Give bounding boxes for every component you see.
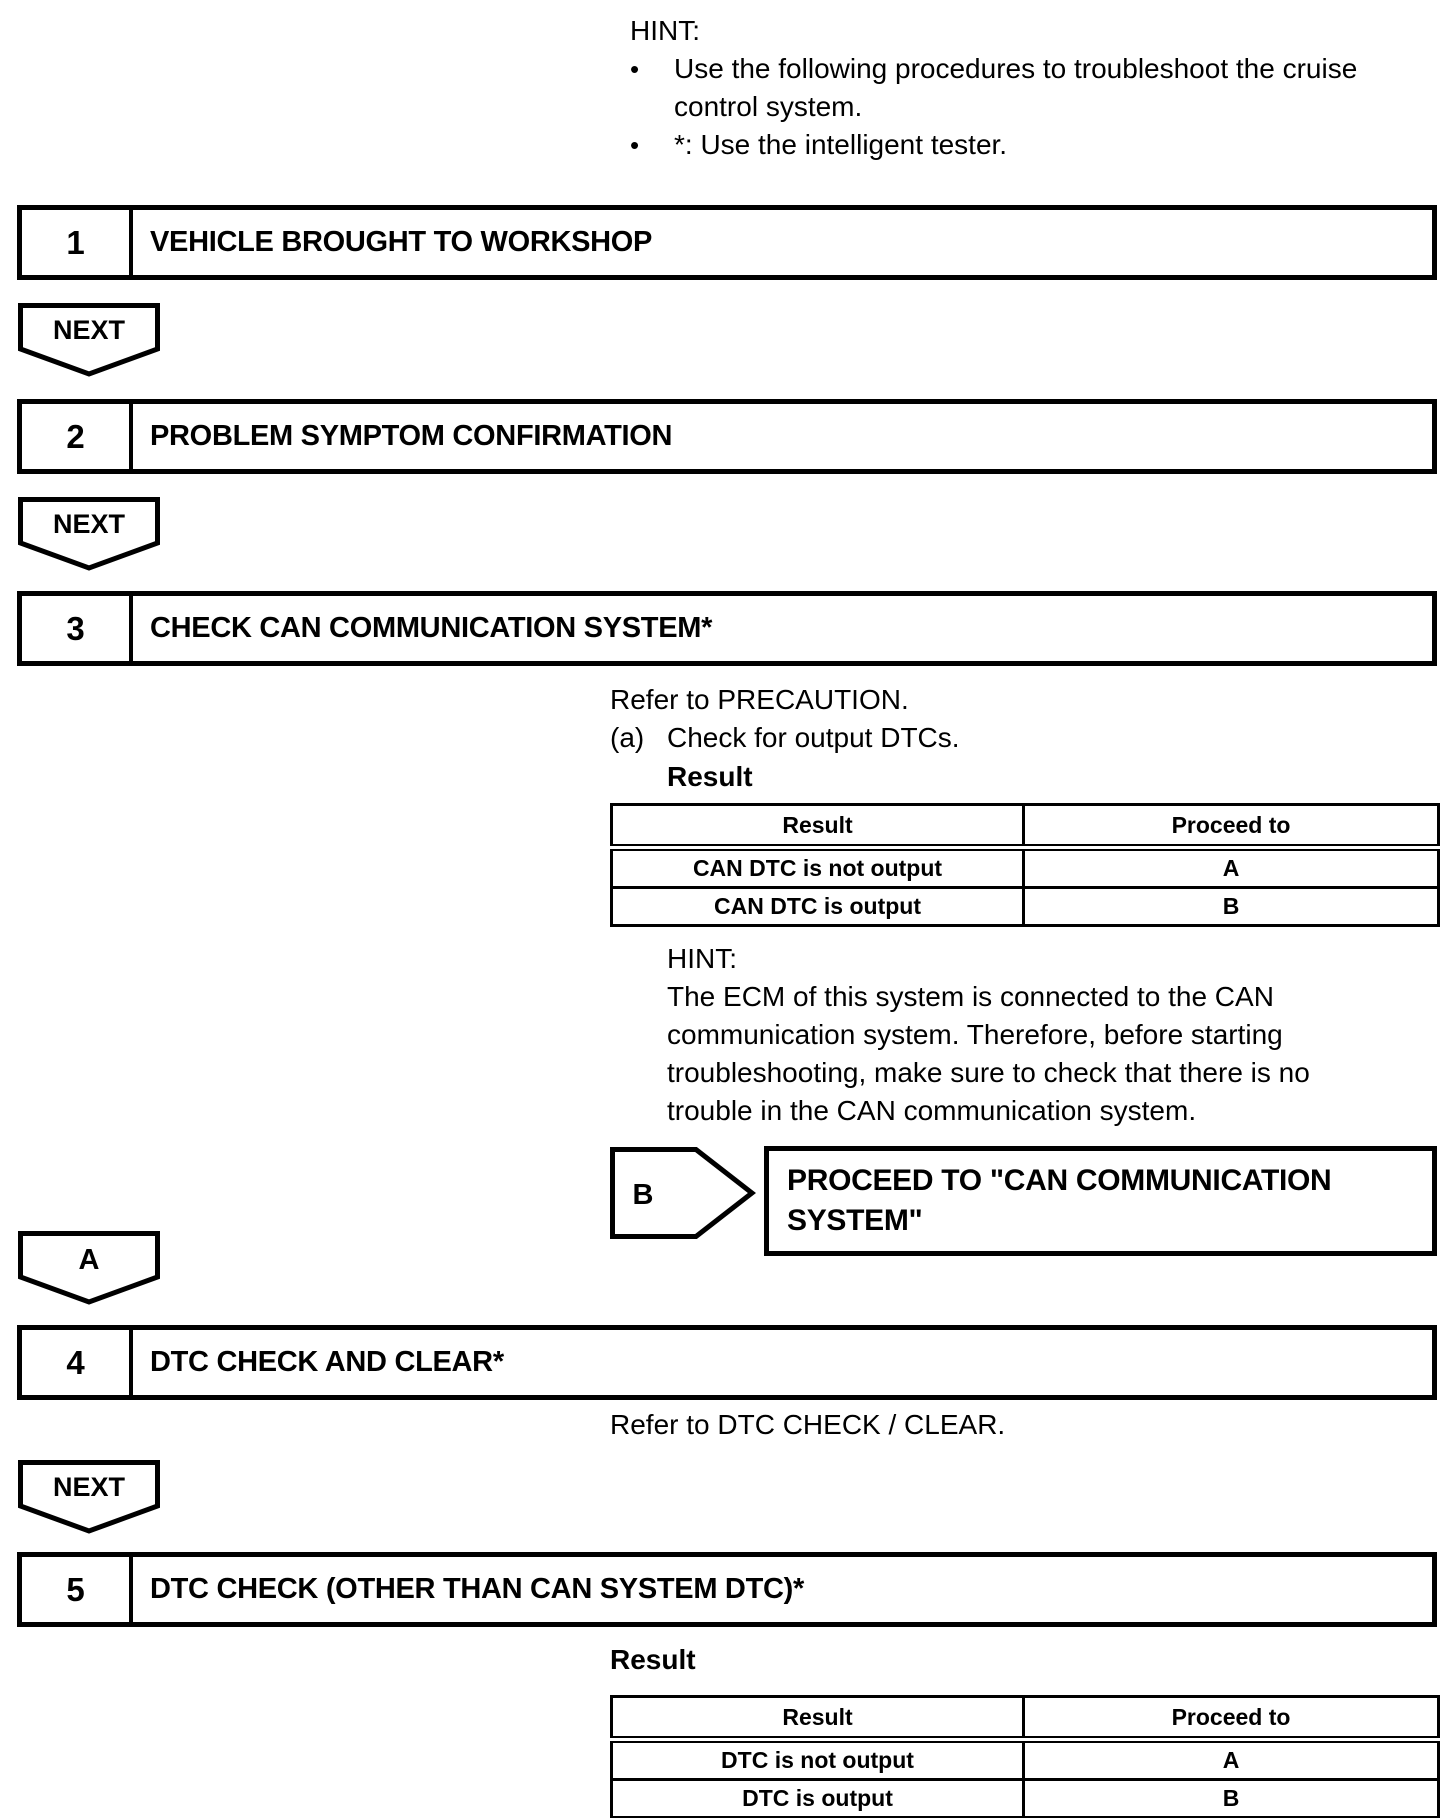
refer-dtc-clear-text: Refer to DTC CHECK / CLEAR.	[610, 1409, 1006, 1440]
table-row: DTC is output B	[610, 1778, 1440, 1818]
next-label: NEXT	[53, 509, 126, 539]
step-title: CHECK CAN COMMUNICATION SYSTEM*	[150, 612, 713, 644]
cell-proceed: A	[1022, 1738, 1440, 1781]
col-header-proceed: Proceed to	[1022, 803, 1440, 851]
cell-result: DTC is output	[610, 1778, 1025, 1818]
substep-a: (a) Check for output DTCs.	[610, 719, 1370, 757]
cell-result: CAN DTC is not output	[610, 846, 1025, 889]
proceed-text: PROCEED TO "CAN COMMUNICATION SYSTEM"	[787, 1164, 1332, 1237]
hint-paragraph: The ECM of this system is connected to t…	[667, 981, 1310, 1126]
step-number: 5	[22, 1557, 133, 1622]
cell-proceed: B	[1022, 886, 1440, 927]
step-box-1: 1 VEHICLE BROUGHT TO WORKSHOP	[17, 205, 1437, 280]
branch-b-arrow-icon: B	[610, 1147, 756, 1239]
next-label: NEXT	[53, 1472, 126, 1502]
bullet-icon: •	[630, 130, 640, 160]
step-title: VEHICLE BROUGHT TO WORKSHOP	[150, 226, 653, 258]
step-title: DTC CHECK AND CLEAR*	[150, 1346, 504, 1378]
branch-a-arrow-icon: A	[18, 1231, 160, 1305]
table-row: DTC is not output A	[610, 1738, 1440, 1781]
result-label: Result	[667, 761, 753, 792]
substep-marker: (a)	[610, 722, 645, 753]
top-hint-block: HINT: • Use the following procedures to …	[630, 12, 1370, 164]
step3-detail: Refer to PRECAUTION. (a) Check for outpu…	[610, 681, 1370, 795]
table-row: CAN DTC is not output A	[610, 846, 1440, 889]
refer-precaution-text: Refer to PRECAUTION.	[610, 684, 909, 715]
step-number: 4	[22, 1330, 133, 1395]
next-connector-icon: NEXT	[18, 497, 160, 571]
branch-a-label: A	[79, 1244, 100, 1276]
branch-b-label: B	[633, 1179, 654, 1211]
step-box-4: 4 DTC CHECK AND CLEAR*	[17, 1325, 1437, 1400]
result-label: Result	[610, 1644, 696, 1675]
table-row: CAN DTC is output B	[610, 886, 1440, 927]
step-number: 2	[22, 404, 133, 469]
cell-result: CAN DTC is output	[610, 886, 1025, 927]
col-header-proceed: Proceed to	[1022, 1695, 1440, 1743]
cell-proceed: B	[1022, 1778, 1440, 1818]
step-number: 1	[22, 210, 133, 275]
step3-hint-block: HINT: The ECM of this system is connecte…	[667, 940, 1357, 1130]
hint-bullet: • Use the following procedures to troubl…	[630, 50, 1370, 126]
hint-bullet-text: Use the following procedures to troubles…	[674, 53, 1358, 122]
step-box-2: 2 PROBLEM SYMPTOM CONFIRMATION	[17, 399, 1437, 474]
hint-bullet-text: *: Use the intelligent tester.	[674, 129, 1008, 160]
next-connector-icon: NEXT	[18, 303, 160, 377]
step-number: 3	[22, 596, 133, 661]
next-connector-icon: NEXT	[18, 1460, 160, 1534]
col-header-result: Result	[610, 803, 1025, 851]
hint-label: HINT:	[630, 15, 700, 46]
substep-text: Check for output DTCs.	[667, 722, 960, 753]
col-header-result: Result	[610, 1695, 1025, 1743]
result-table-can: Result Proceed to CAN DTC is not output …	[610, 803, 1440, 927]
cell-proceed: A	[1022, 846, 1440, 889]
cell-result: DTC is not output	[610, 1738, 1025, 1781]
table-header-row: Result Proceed to	[610, 803, 1440, 851]
step-title: PROBLEM SYMPTOM CONFIRMATION	[150, 420, 673, 452]
hint-bullet: • *: Use the intelligent tester.	[630, 126, 1370, 164]
proceed-box: PROCEED TO "CAN COMMUNICATION SYSTEM"	[764, 1146, 1437, 1256]
hint-label: HINT:	[667, 943, 737, 974]
result-table-dtc: Result Proceed to DTC is not output A DT…	[610, 1695, 1440, 1818]
step-box-5: 5 DTC CHECK (OTHER THAN CAN SYSTEM DTC)*	[17, 1552, 1437, 1627]
step-box-3: 3 CHECK CAN COMMUNICATION SYSTEM*	[17, 591, 1437, 666]
bullet-icon: •	[630, 54, 640, 84]
step-title: DTC CHECK (OTHER THAN CAN SYSTEM DTC)*	[150, 1573, 804, 1605]
next-label: NEXT	[53, 315, 126, 345]
table-header-row: Result Proceed to	[610, 1695, 1440, 1743]
